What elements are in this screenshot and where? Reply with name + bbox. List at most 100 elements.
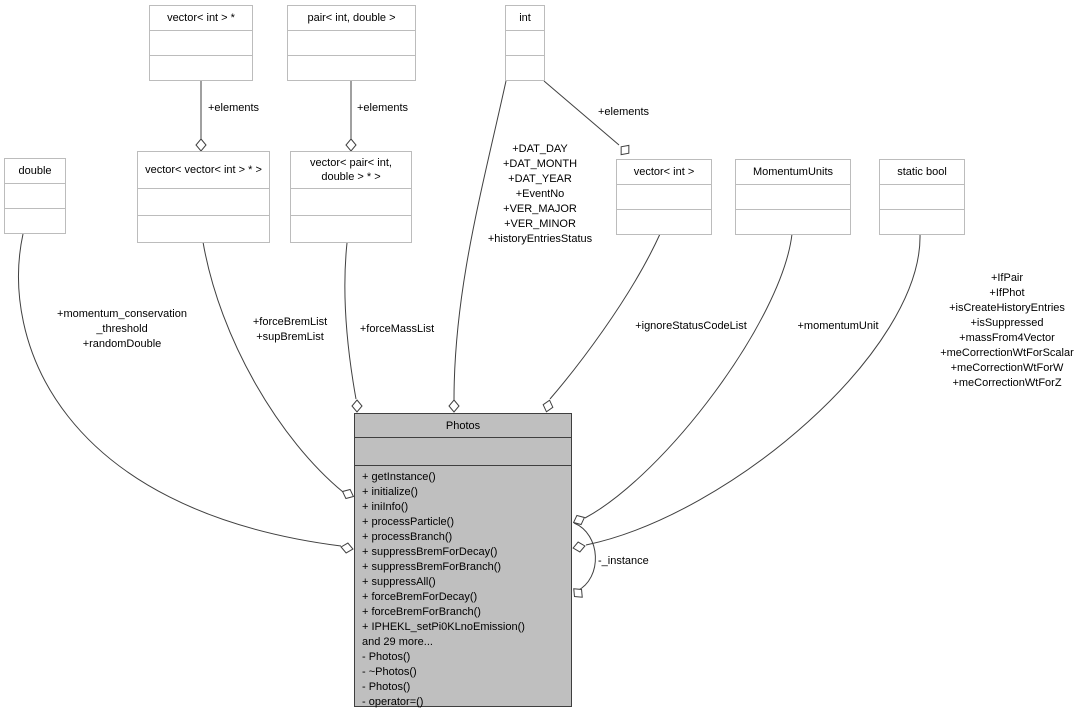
methods-compartment: [736, 210, 850, 234]
class-box-photos: Photos + getInstance()+ initialize()+ in…: [354, 413, 572, 710]
class-box-pair-int-double[interactable]: pair< int, double >: [287, 5, 416, 81]
methods-compartment: [291, 216, 411, 242]
class-box-double[interactable]: double: [4, 158, 66, 234]
methods-compartment: [5, 209, 65, 233]
edge-label-force-mass-list: +forceMassList: [359, 323, 435, 335]
class-name: Photos: [355, 414, 571, 438]
attributes-compartment: [5, 184, 65, 209]
text-line: +meCorrectionWtForScalar: [940, 347, 1074, 359]
text-line: + processBranch(): [362, 531, 453, 543]
class-name: vector< int > *: [150, 6, 252, 31]
class-box-int[interactable]: int: [505, 5, 545, 81]
text-line: +DAT_DAY: [512, 143, 568, 155]
diamond: [620, 144, 630, 156]
edge-staticbool-to-photos: [585, 233, 921, 546]
text-line: and 29 more...: [362, 636, 433, 648]
text-line: +VER_MAJOR: [503, 203, 577, 215]
diamond: [572, 541, 586, 553]
text-line: - operator=(): [362, 696, 424, 708]
text-line: +EventNo: [515, 188, 565, 200]
text-line: + suppressBremForBranch(): [362, 561, 502, 573]
text-line: _threshold: [96, 323, 148, 335]
diamond: [195, 138, 207, 152]
text-line: +DAT_MONTH: [502, 158, 578, 170]
edge-label-instance: -_instance: [598, 555, 649, 567]
text-line: + forceBremForDecay(): [362, 591, 478, 603]
class-box-static-bool[interactable]: static bool: [879, 159, 965, 235]
diamond: [340, 542, 354, 554]
edge-label-brem-lists: +forceBremList +supBremList: [253, 315, 327, 345]
edge-label-bool-flags: +IfPair +IfPhot +isCreateHistoryEntries +is…: [940, 271, 1074, 391]
methods-compartment: [288, 56, 415, 80]
edge-label-elements: +elements: [598, 106, 650, 118]
edge-vector-int-to-photos: [549, 233, 661, 400]
class-box-momentumunits[interactable]: MomentumUnits: [735, 159, 851, 235]
text-line: +DAT_YEAR: [508, 173, 572, 185]
class-box-vector-vector-int-ptr[interactable]: vector< vector< int > * >: [137, 151, 270, 243]
class-name: pair< int, double >: [288, 6, 415, 31]
text-line: - Photos(): [362, 651, 411, 663]
methods-compartment: [506, 56, 544, 80]
text-line: +isCreateHistoryEntries: [949, 302, 1065, 314]
edge-label-ignore-status-code-list: +ignoreStatusCodeList: [635, 320, 747, 332]
diamond: [542, 399, 554, 413]
diamond: [448, 399, 460, 413]
text-line: + forceBremForBranch(): [362, 606, 481, 618]
methods-compartment: [880, 210, 964, 234]
diamond: [572, 514, 586, 526]
edge-label-elements: +elements: [357, 102, 409, 114]
text-line: +IfPair: [990, 272, 1024, 284]
class-name: vector< pair< int, double > * >: [291, 152, 411, 189]
class-name: static bool: [880, 160, 964, 185]
class-name: double: [5, 159, 65, 184]
class-name: int: [506, 6, 544, 31]
text-line: +VER_MINOR: [504, 218, 576, 230]
attributes-compartment: [617, 185, 711, 210]
text-line: +randomDouble: [82, 338, 162, 350]
class-box-vector-pair-int-double-ptr[interactable]: vector< pair< int, double > * >: [290, 151, 412, 243]
edge-vector-vector-to-photos: [202, 241, 344, 493]
text-line: - Photos(): [362, 681, 411, 693]
edge-photos-self-loop: [573, 522, 596, 592]
methods-compartment: [617, 210, 711, 234]
text-line: +IfPhot: [989, 287, 1025, 299]
diamond: [345, 138, 357, 152]
attributes-compartment: [506, 31, 544, 56]
edge-vector-pair-to-photos: [344, 242, 357, 400]
class-name: vector< int >: [617, 160, 711, 185]
methods-compartment: [138, 216, 269, 242]
diamond: [351, 399, 363, 413]
text-line: + suppressAll(): [362, 576, 436, 588]
methods-compartment: + getInstance()+ initialize()+ iniInfo()…: [355, 466, 571, 710]
text-line: +isSuppressed: [970, 317, 1044, 329]
attributes-compartment: [150, 31, 252, 56]
text-line: + iniInfo(): [362, 501, 409, 513]
text-line: + processParticle(): [362, 516, 455, 528]
text-line: + IPHEKL_setPi0KLnoEmission(): [362, 621, 525, 633]
edge-label-momentum-conservation: +momentum_conservation _threshold +randomD…: [57, 307, 187, 352]
attributes-compartment: [138, 189, 269, 216]
text-line: - ~Photos(): [362, 666, 417, 678]
diamond: [573, 588, 583, 598]
edge-momentumunits-to-photos: [584, 233, 793, 519]
edge-double-to-photos: [18, 233, 342, 547]
text-line: +meCorrectionWtForW: [950, 362, 1064, 374]
text-line: +forceBremList: [252, 316, 328, 328]
class-name: vector< vector< int > * >: [138, 152, 269, 189]
text-line: +massFrom4Vector: [959, 332, 1055, 344]
attributes-compartment: [355, 438, 571, 466]
text-line: + getInstance(): [362, 471, 436, 483]
edge-label-momentum-unit: +momentumUnit: [797, 320, 879, 332]
text-line: +meCorrectionWtForZ: [952, 377, 1062, 389]
text-line: +momentum_conservation: [57, 308, 187, 320]
attributes-compartment: [736, 185, 850, 210]
methods-compartment: [150, 56, 252, 80]
text-line: +supBremList: [256, 331, 324, 343]
attributes-compartment: [288, 31, 415, 56]
class-box-vector-int-ptr[interactable]: vector< int > *: [149, 5, 253, 81]
class-box-vector-int[interactable]: vector< int >: [616, 159, 712, 235]
attributes-compartment: [880, 185, 964, 210]
class-name: MomentumUnits: [736, 160, 850, 185]
text-line: +historyEntriesStatus: [487, 233, 593, 245]
